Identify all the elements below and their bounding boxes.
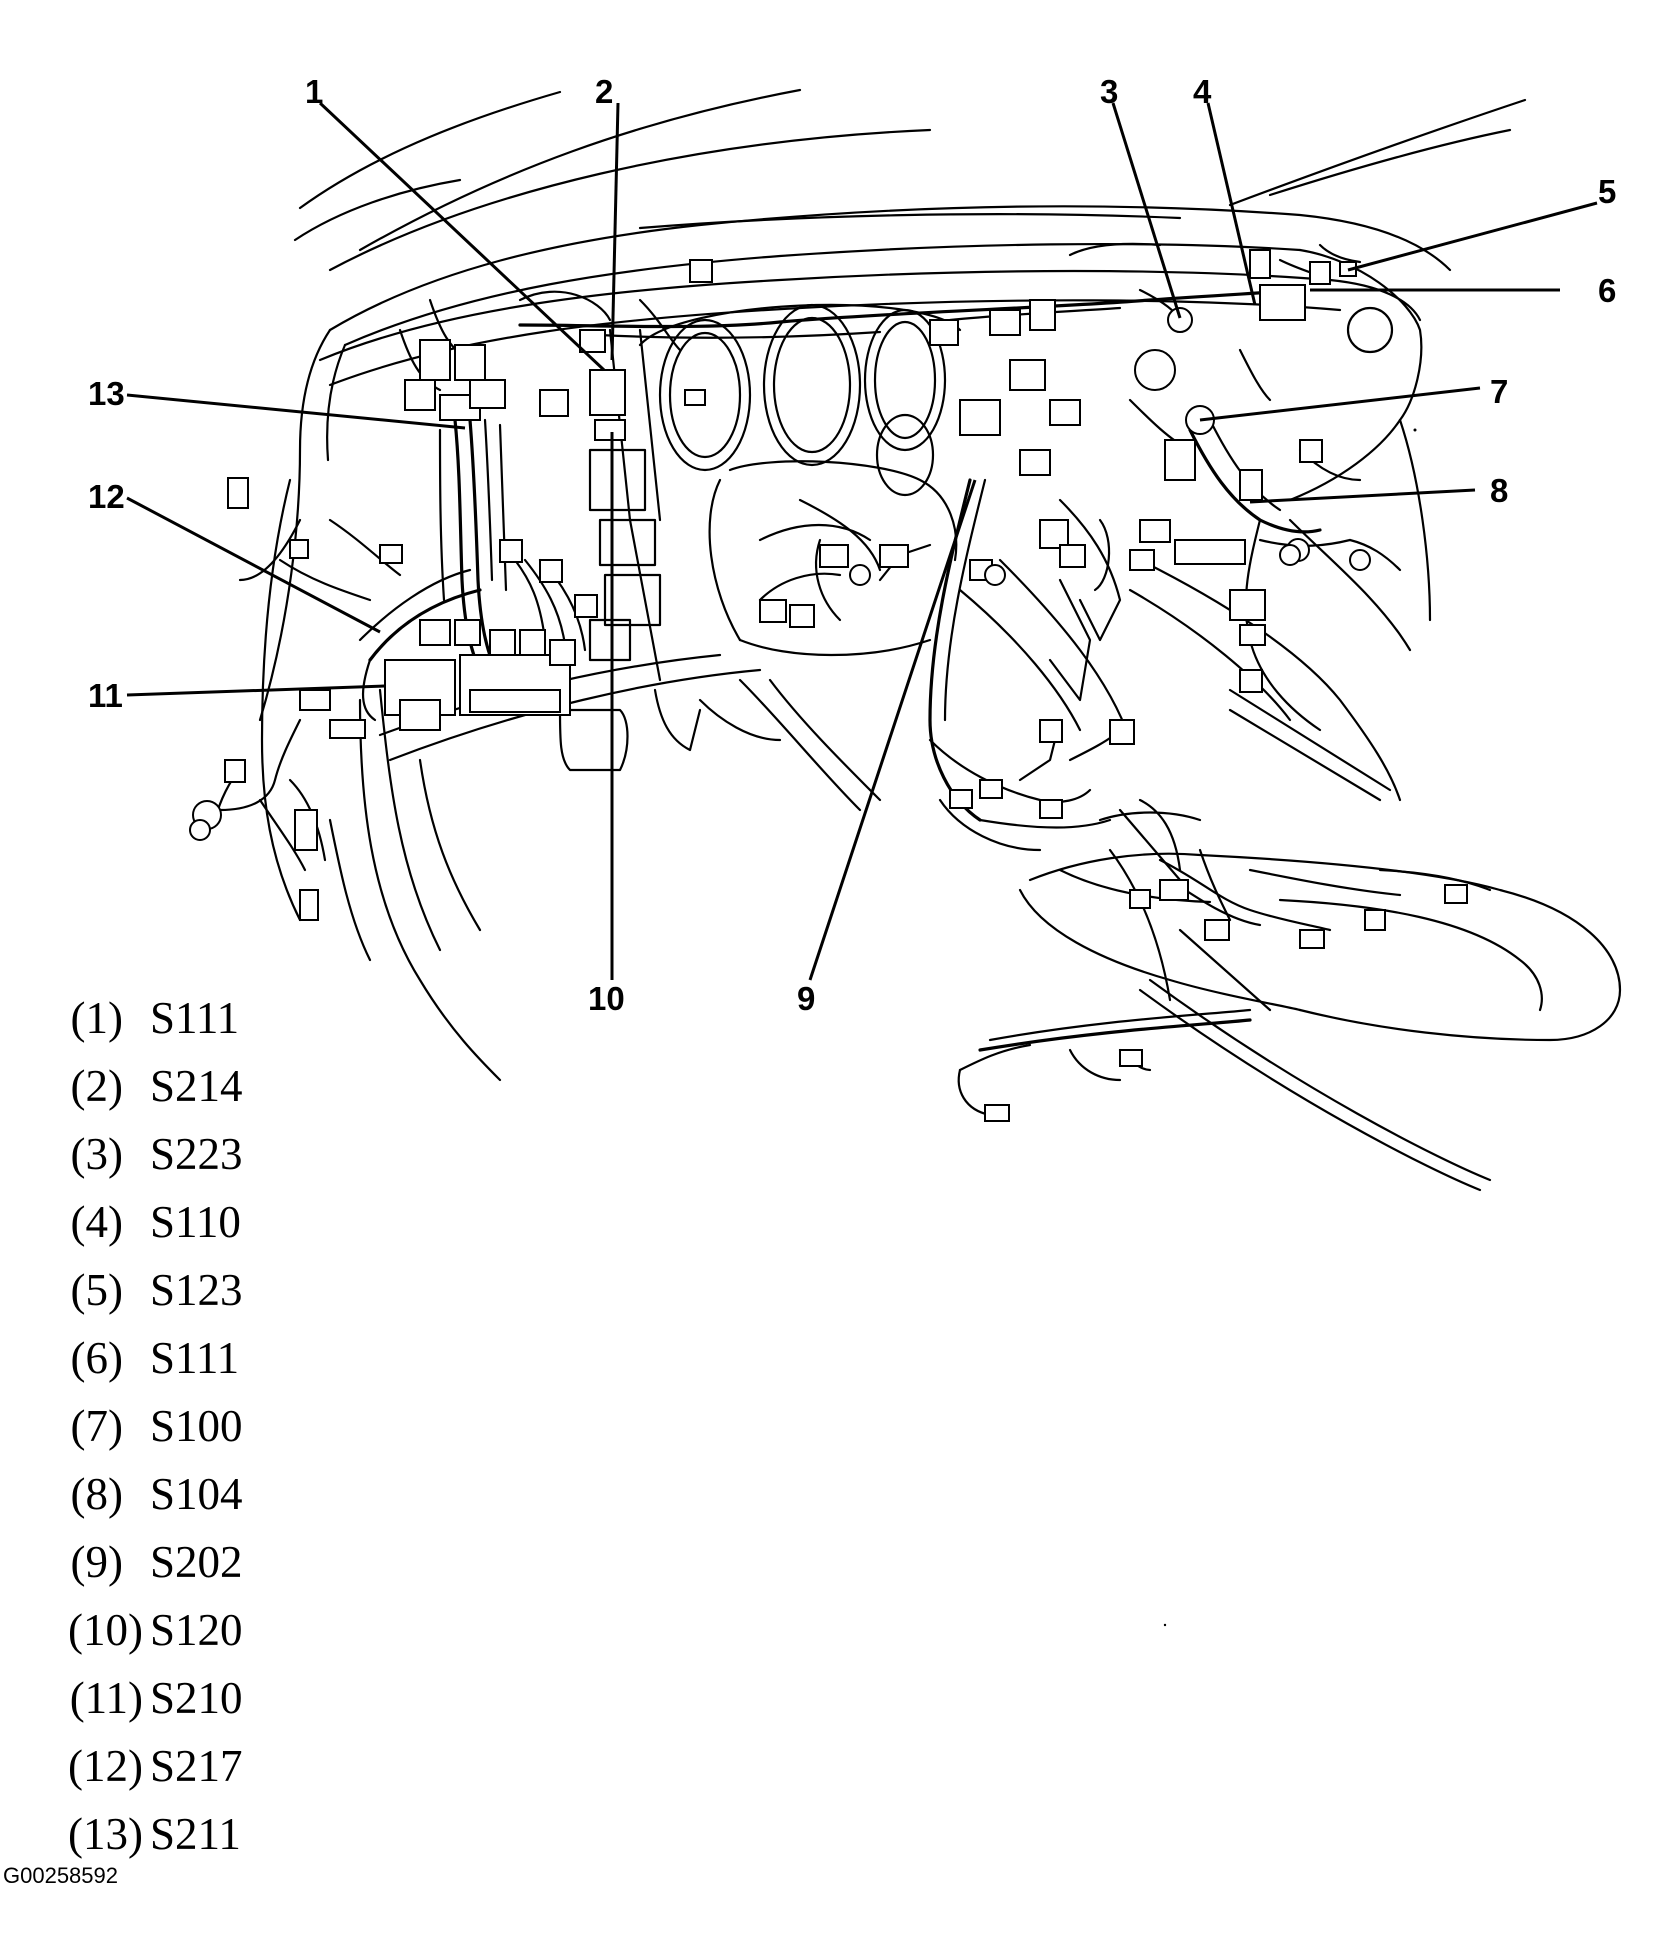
legend: (1) S111 (2) S214 (3) S223 (4) S110 (5) … — [68, 993, 243, 1859]
leader-8 — [1249, 488, 1476, 504]
legend-item: (12) S217 — [68, 1741, 243, 1791]
legend-code: S120 — [150, 1605, 243, 1655]
legend-code: S123 — [150, 1265, 243, 1315]
legend-number: (13) — [68, 1809, 143, 1859]
legend-item: (2) S214 — [71, 1061, 243, 1111]
legend-item: (13) S211 — [68, 1809, 241, 1859]
legend-code: S104 — [150, 1469, 243, 1519]
callout-13: 13 — [88, 375, 125, 412]
legend-item: (8) S104 — [71, 1469, 243, 1519]
legend-number: (12) — [68, 1741, 143, 1791]
legend-code: S202 — [150, 1537, 243, 1587]
stray-mark — [1413, 428, 1417, 432]
legend-item: (6) S111 — [71, 1333, 240, 1383]
legend-code: S217 — [150, 1741, 243, 1791]
legend-number: (1) — [71, 993, 123, 1043]
leader-11 — [126, 684, 386, 697]
connectors — [189, 249, 1468, 1122]
leader-lines — [126, 101, 1598, 981]
legend-item: (1) S111 — [71, 993, 240, 1043]
legend-code: S111 — [150, 1333, 239, 1383]
leader-12 — [126, 496, 381, 634]
legend-item: (4) S110 — [71, 1197, 241, 1247]
legend-item: (10) S120 — [68, 1605, 243, 1655]
legend-item: (9) S202 — [71, 1537, 243, 1587]
legend-number: (3) — [71, 1129, 123, 1179]
legend-number: (11) — [70, 1673, 143, 1723]
callout-4: 4 — [1193, 73, 1212, 110]
legend-number: (5) — [71, 1265, 123, 1315]
legend-code: S223 — [150, 1129, 243, 1179]
leader-9 — [808, 479, 977, 981]
legend-code: S111 — [150, 993, 239, 1043]
legend-code: S210 — [150, 1673, 243, 1723]
callout-1: 1 — [305, 73, 323, 110]
callout-5: 5 — [1598, 173, 1616, 210]
legend-item: (3) S223 — [71, 1129, 243, 1179]
leader-1 — [318, 101, 606, 372]
leader-3 — [1111, 102, 1182, 319]
legend-item: (11) S210 — [70, 1673, 243, 1723]
legend-number: (6) — [71, 1333, 123, 1383]
legend-code: S211 — [150, 1809, 241, 1859]
legend-code: S214 — [150, 1061, 243, 1111]
legend-number: (7) — [71, 1401, 123, 1451]
legend-code: S100 — [150, 1401, 243, 1451]
callout-10: 10 — [588, 980, 625, 1017]
stray-mark — [1163, 1623, 1167, 1627]
callout-9: 9 — [797, 980, 815, 1017]
legend-number: (4) — [71, 1197, 123, 1247]
legend-item: (7) S100 — [71, 1401, 243, 1451]
legend-item: (5) S123 — [71, 1265, 243, 1315]
callout-2: 2 — [595, 73, 613, 110]
callout-8: 8 — [1490, 472, 1508, 509]
leader-7 — [1199, 386, 1481, 422]
leader-4 — [1206, 102, 1257, 306]
legend-number: (9) — [71, 1537, 123, 1587]
callout-12: 12 — [88, 478, 125, 515]
callout-11: 11 — [88, 677, 123, 714]
leader-2 — [610, 102, 620, 361]
legend-number: (10) — [68, 1605, 143, 1655]
callout-3: 3 — [1100, 73, 1118, 110]
legend-number: (2) — [71, 1061, 123, 1111]
leader-13 — [126, 393, 466, 430]
callout-6: 6 — [1598, 272, 1616, 309]
legend-number: (8) — [71, 1469, 123, 1519]
legend-code: S110 — [150, 1197, 241, 1247]
leader-5 — [1347, 201, 1598, 272]
callout-7: 7 — [1490, 373, 1508, 410]
callout-numbers: 1 2 3 4 5 6 7 8 9 10 11 12 13 — [88, 73, 1616, 1017]
figure-id: G00258592 — [3, 1863, 118, 1888]
